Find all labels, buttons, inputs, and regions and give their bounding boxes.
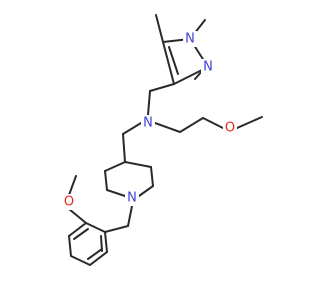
bond-ar-c6-c1 bbox=[104, 231, 108, 253]
bond-amine-ch2c bbox=[122, 122, 142, 135]
bond-pip-c2-n bbox=[106, 189, 126, 197]
bond-pip-c6-c5 bbox=[150, 166, 154, 187]
svg-text:N: N bbox=[143, 116, 153, 131]
bond-ch2a-ch2b bbox=[179, 117, 204, 133]
atom-label-pyrazole-n1: N bbox=[183, 31, 197, 47]
atom-label-pyrazole-n2: N bbox=[201, 59, 215, 75]
bond-amine-ch2a bbox=[154, 122, 181, 133]
bond-ar-c4-c5 bbox=[70, 255, 91, 266]
svg-text:O: O bbox=[225, 121, 235, 136]
bond-ar-c5-c6 bbox=[89, 251, 108, 266]
bond-ar-c1-c2 bbox=[85, 222, 106, 233]
svg-text:N: N bbox=[203, 60, 213, 75]
bond-pip-c4-c3 bbox=[104, 161, 126, 172]
svg-text:N: N bbox=[127, 191, 137, 206]
bond-o-ar-methyl bbox=[68, 175, 77, 196]
atom-label-methoxyethyl-o: O bbox=[223, 120, 237, 136]
bond-pz-c4-c5-dbl bbox=[168, 46, 179, 75]
atom-label-piperidine-n: N bbox=[125, 190, 139, 206]
bond-c4-ch2 bbox=[149, 83, 175, 92]
bond-pip-n-ch2 bbox=[127, 205, 133, 227]
bond-ar-c3-c4 bbox=[68, 235, 72, 257]
bond-ar-dbl-2 bbox=[87, 248, 103, 260]
bond-pip-c5-c4 bbox=[124, 161, 152, 168]
bond-ar-c2-c3 bbox=[68, 222, 87, 237]
svg-text:N: N bbox=[185, 32, 195, 47]
bond-ch2c-pip-c4 bbox=[122, 133, 126, 163]
bond-ar-dbl-1 bbox=[73, 228, 89, 240]
atom-label-anisole-o: O bbox=[62, 194, 76, 210]
bond-pz-c3-c4 bbox=[173, 71, 199, 85]
bond-pip-c3-c2 bbox=[104, 170, 108, 191]
bond-ch2b-o bbox=[202, 117, 224, 129]
bond-layer bbox=[68, 14, 263, 266]
bond-ch2-ar-c1 bbox=[104, 225, 129, 233]
svg-text:O: O bbox=[64, 195, 74, 210]
bond-ar-c2-o bbox=[68, 208, 87, 224]
bond-pz-c4-c5 bbox=[162, 41, 175, 85]
bond-pip-n-c6 bbox=[138, 185, 154, 197]
atom-label-amine-n: N bbox=[141, 115, 155, 131]
molecule-structure: N N N O N O bbox=[62, 14, 263, 266]
bond-ar-dbl-3 bbox=[100, 235, 103, 252]
bond-c5-methyl bbox=[155, 14, 164, 43]
bond-o-methyl bbox=[236, 116, 263, 129]
bond-ch2-amine bbox=[147, 90, 151, 116]
